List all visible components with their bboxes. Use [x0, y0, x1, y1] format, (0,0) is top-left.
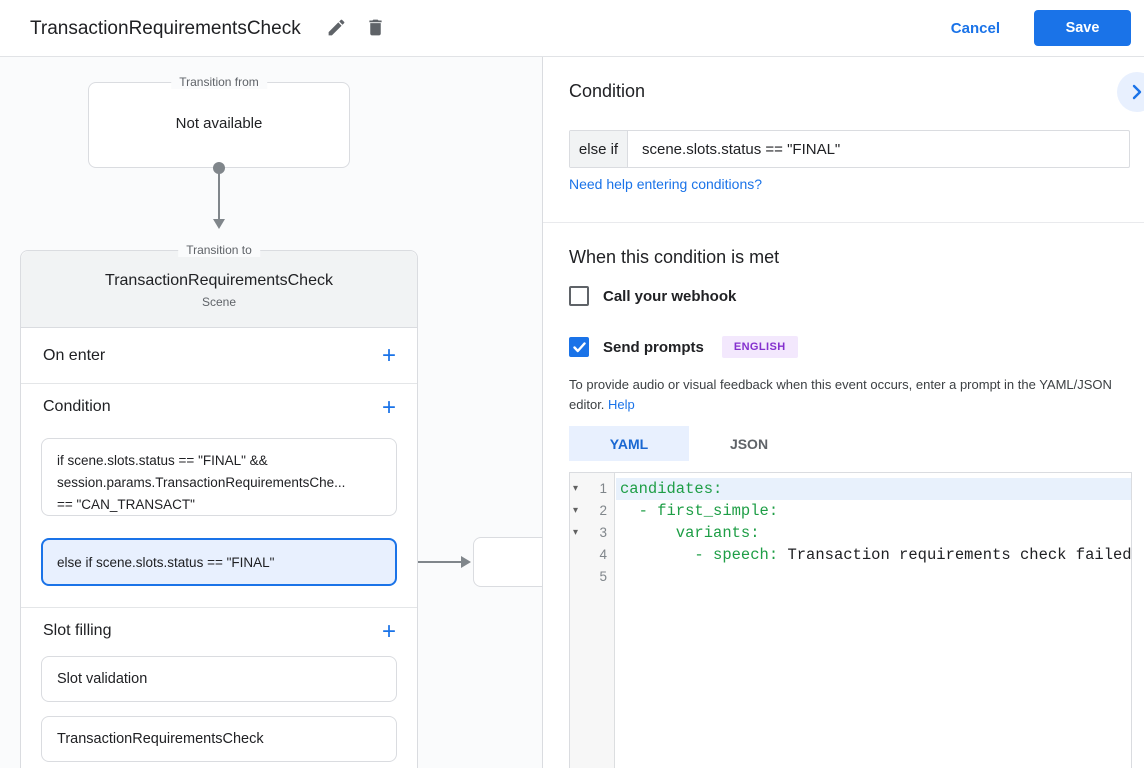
call-webhook-label: Call your webhook: [603, 287, 737, 305]
line-number: 1: [599, 481, 607, 496]
slot-filling-section: Slot filling + Slot validation Transacti…: [21, 608, 417, 768]
cancel-button[interactable]: Cancel: [951, 0, 1000, 57]
panel-title: Condition: [569, 81, 646, 101]
scene-canvas: Transition from Not available Transition…: [0, 57, 542, 768]
yaml-key-token: - first_simple:: [620, 502, 779, 520]
save-button[interactable]: Save: [1034, 10, 1131, 46]
gutter-row: ▾ 2: [570, 500, 614, 522]
edit-title-button[interactable]: [324, 17, 348, 41]
condition-input-group: else if: [569, 130, 1130, 168]
gutter-row: 5: [570, 566, 614, 588]
page-title: TransactionRequirementsCheck: [30, 18, 301, 39]
when-condition-met-title: When this condition is met: [569, 247, 780, 267]
transition-to-card: Transition to TransactionRequirementsChe…: [20, 243, 418, 768]
condition-else-text: else if scene.slots.status == "FINAL": [57, 554, 275, 570]
condition-if-line: session.params.TransactionRequirementsCh…: [57, 475, 346, 490]
editor-gutter: ▾ 1 ▾ 2 ▾ 3 4 5: [570, 473, 615, 768]
gutter-row: ▾ 3: [570, 522, 614, 544]
panel-divider: [543, 222, 1144, 223]
yaml-code-editor[interactable]: ▾ 1 ▾ 2 ▾ 3 4 5 candidates:: [569, 472, 1132, 768]
add-slot-button[interactable]: +: [375, 618, 403, 646]
collapse-panel-button[interactable]: [1117, 72, 1144, 112]
call-webhook-checkbox[interactable]: [569, 286, 589, 306]
transition-from-box: Transition from Not available: [88, 75, 350, 168]
line-number: 4: [599, 547, 607, 562]
condition-detail-panel: Condition else if Need help entering con…: [542, 57, 1144, 768]
scene-card-header: TransactionRequirementsCheck Scene: [21, 251, 417, 328]
gutter-row: ▾ 1: [570, 478, 614, 500]
send-prompts-label: Send prompts: [603, 338, 704, 356]
send-prompts-row: Send prompts ENGLISH: [569, 336, 798, 358]
tab-json[interactable]: JSON: [689, 426, 809, 461]
send-prompts-checkbox[interactable]: [569, 337, 589, 357]
condition-card-else-selected[interactable]: else if scene.slots.status == "FINAL": [41, 538, 397, 586]
slot-card-label: TransactionRequirementsCheck: [57, 731, 264, 747]
checkmark-icon: [573, 342, 586, 353]
yaml-key-token: variants:: [620, 524, 760, 542]
add-condition-button[interactable]: +: [375, 394, 403, 422]
condition-if-line: if scene.slots.status == "FINAL" &&: [57, 453, 268, 468]
code-line: - first_simple:: [616, 500, 1131, 522]
condition-section: Condition + if scene.slots.status == "FI…: [21, 384, 417, 608]
webhook-row: Call your webhook: [569, 286, 736, 306]
slot-card-validation[interactable]: Slot validation: [41, 656, 397, 702]
language-badge: ENGLISH: [721, 336, 798, 358]
slot-card-transaction[interactable]: TransactionRequirementsCheck: [41, 716, 397, 762]
condition-input[interactable]: [628, 131, 1129, 167]
line-number: 3: [599, 525, 607, 540]
yaml-key-token: candidates:: [620, 480, 723, 498]
on-enter-label: On enter: [43, 346, 106, 364]
add-on-enter-button[interactable]: +: [375, 342, 403, 370]
line-number: 5: [599, 569, 607, 584]
transition-to-legend: Transition to: [178, 243, 260, 257]
line-number: 2: [599, 503, 607, 518]
editor-code-area[interactable]: candidates: - first_simple: variants: - …: [616, 473, 1132, 768]
prompt-help-text: To provide audio or visual feedback when…: [569, 375, 1144, 414]
code-line-active: candidates:: [616, 478, 1131, 500]
prompt-help-body: To provide audio or visual feedback when…: [569, 377, 1112, 412]
pencil-icon: [328, 19, 344, 36]
scene-subtitle: Scene: [201, 295, 237, 309]
condition-if-line: == "CAN_TRANSACT": [57, 497, 195, 512]
condition-prefix: else if: [570, 131, 628, 167]
chevron-right-icon: [1132, 84, 1142, 100]
transition-target-box[interactable]: [473, 537, 542, 587]
tab-yaml[interactable]: YAML: [569, 426, 689, 461]
scene-title: TransactionRequirementsCheck: [105, 272, 333, 289]
code-line: [616, 566, 1131, 588]
trash-icon: [368, 19, 382, 36]
fold-arrow-icon[interactable]: ▾: [573, 505, 579, 516]
code-line: - speech: Transaction requirements check…: [616, 544, 1131, 566]
title-bar: TransactionRequirementsCheck Cancel Save: [0, 0, 1144, 57]
slot-filling-label: Slot filling: [43, 622, 112, 639]
on-enter-row: On enter +: [21, 328, 417, 384]
delete-scene-button[interactable]: [363, 17, 387, 41]
fold-arrow-icon[interactable]: ▾: [573, 483, 579, 494]
slot-card-label: Slot validation: [57, 671, 148, 687]
conditions-help-link[interactable]: Need help entering conditions?: [569, 176, 763, 192]
transition-from-legend: Transition from: [171, 75, 267, 89]
yaml-text-token: Transaction requirements check failed: [778, 546, 1132, 564]
prompt-help-link[interactable]: Help: [608, 396, 635, 412]
code-line: variants:: [616, 522, 1131, 544]
condition-card-if[interactable]: if scene.slots.status == "FINAL" && sess…: [41, 438, 397, 516]
gutter-row: 4: [570, 544, 614, 566]
transition-from-content: Not available: [175, 115, 263, 132]
fold-arrow-icon[interactable]: ▾: [573, 527, 579, 538]
yaml-key-token: - speech:: [620, 546, 779, 564]
condition-section-label: Condition: [43, 398, 111, 415]
